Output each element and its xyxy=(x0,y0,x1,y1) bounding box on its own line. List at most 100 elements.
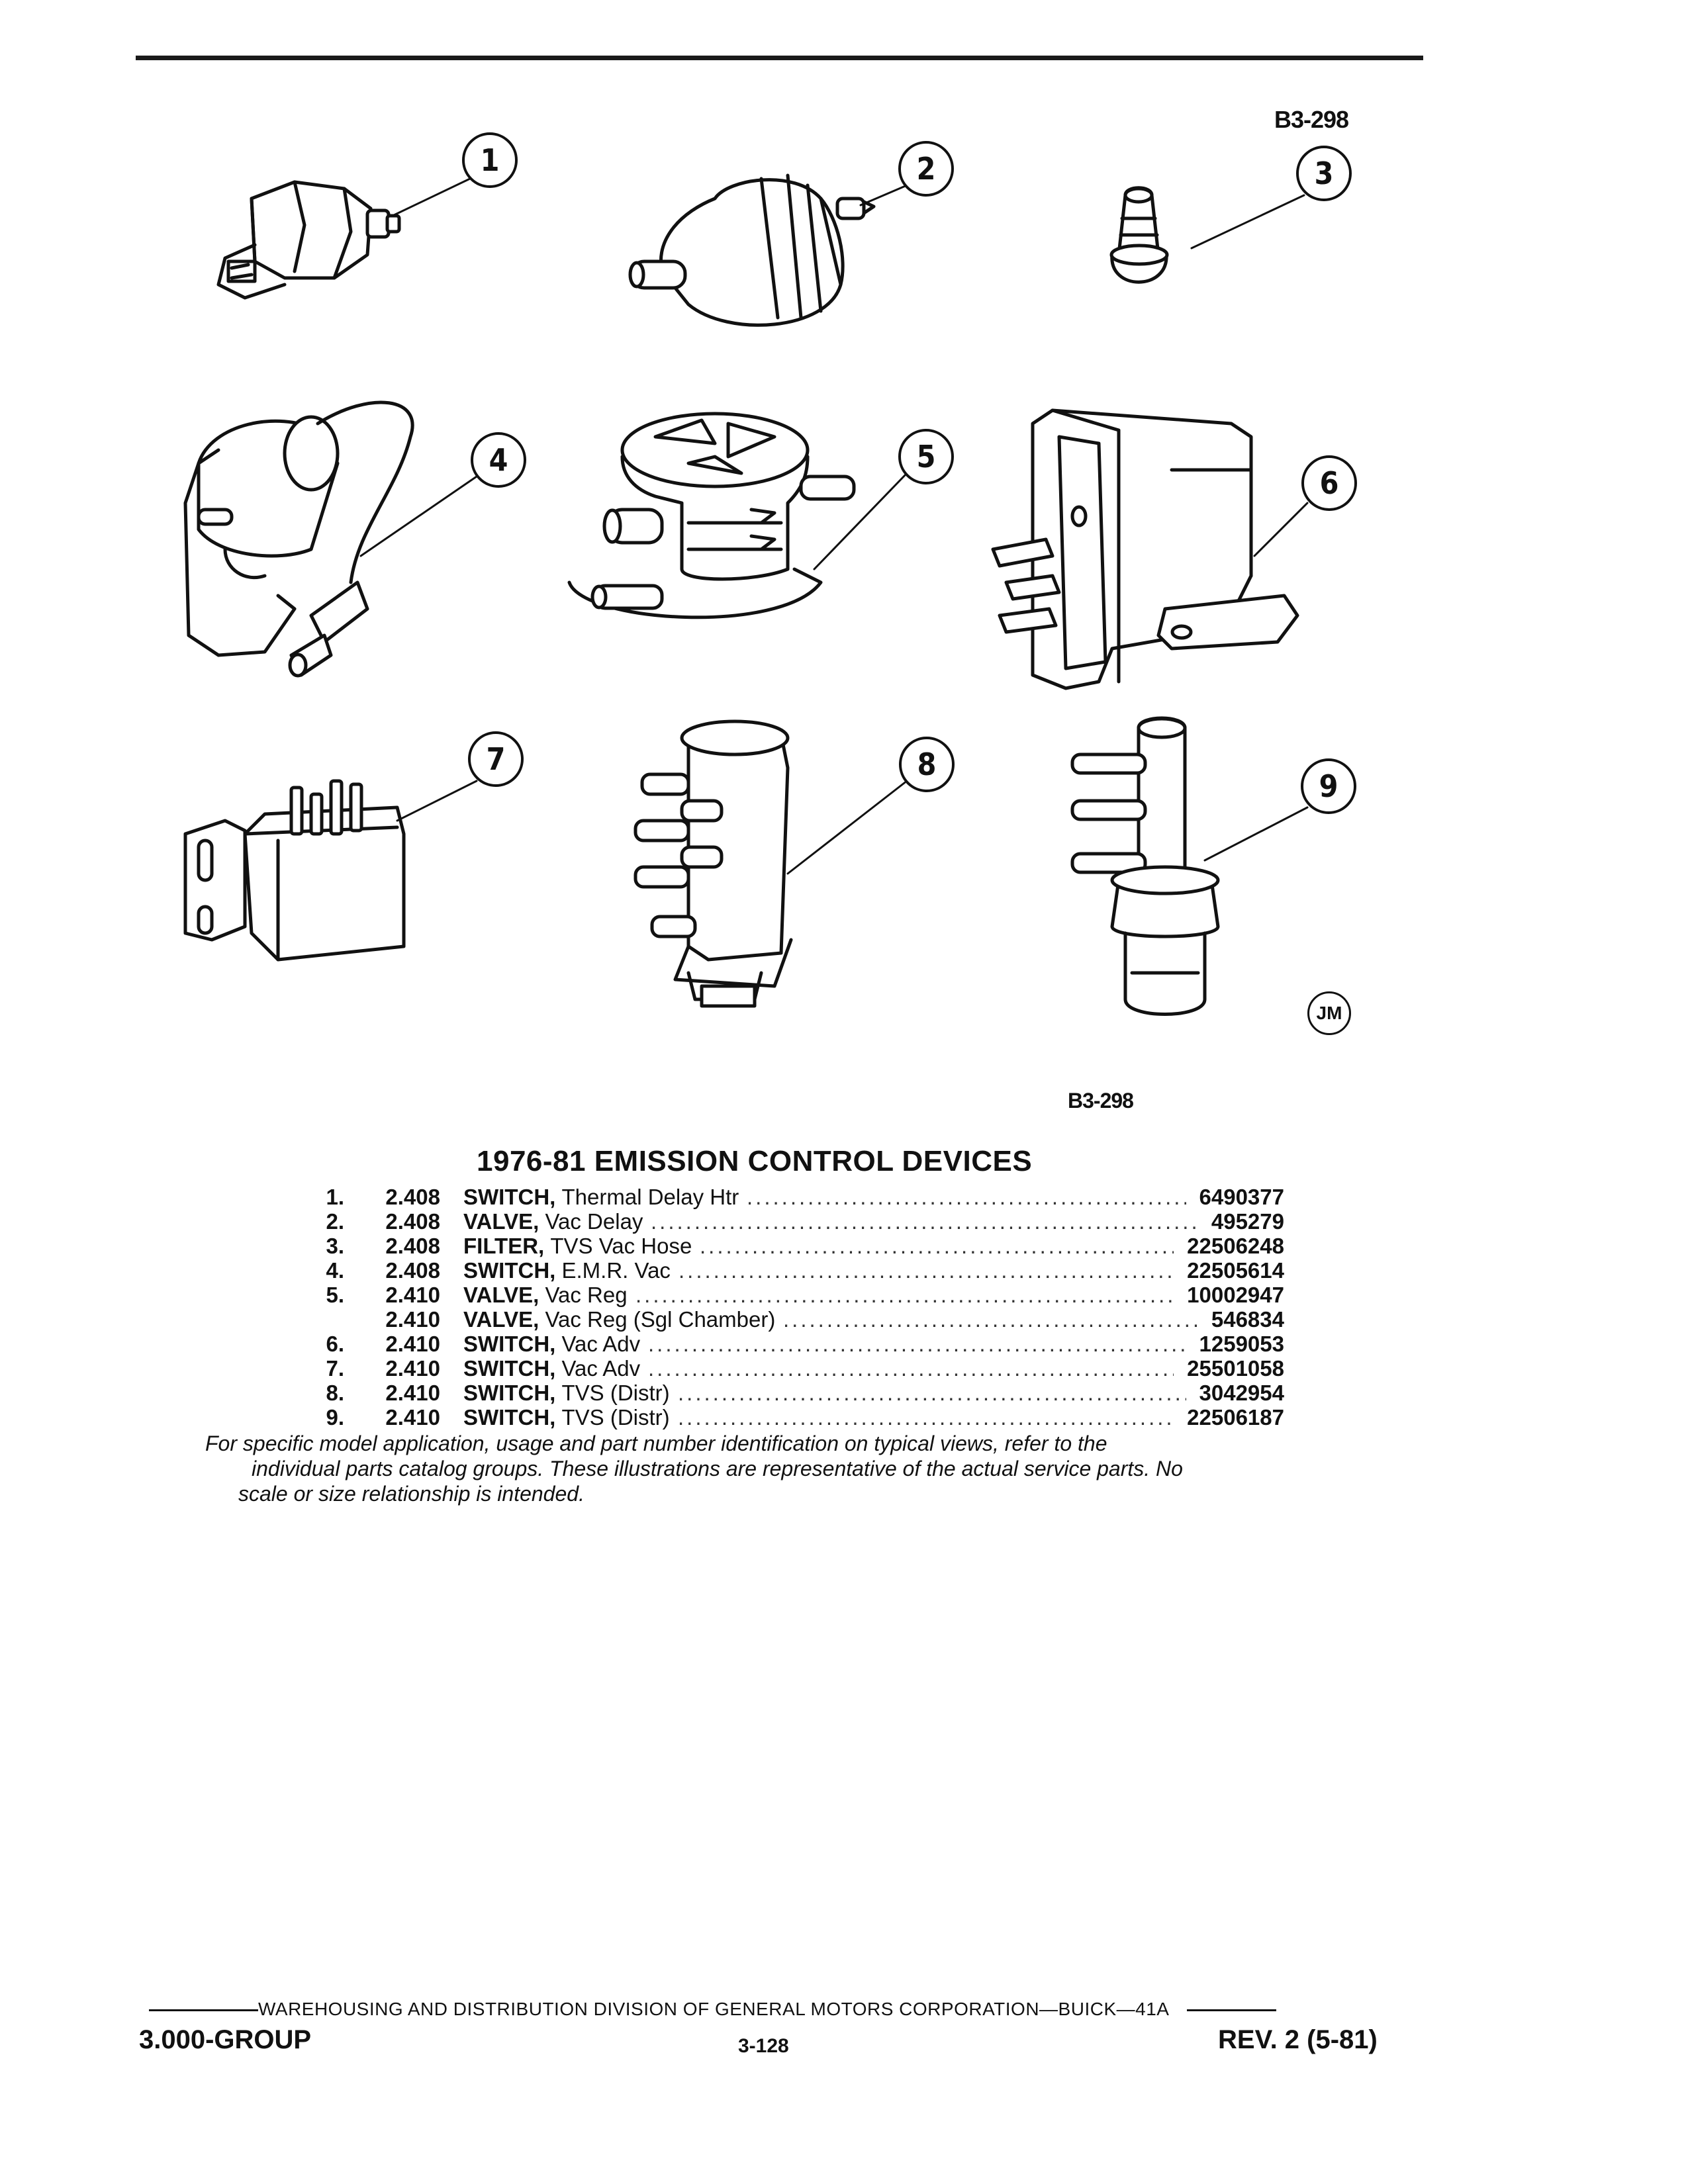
item-key: 2. xyxy=(326,1209,344,1234)
item-key: 5. xyxy=(326,1283,344,1307)
part-6-illustration xyxy=(991,408,1299,690)
footnote-line-3: scale or size relationship is intended. xyxy=(238,1482,585,1506)
leader-dots: ........................................… xyxy=(747,1185,1186,1209)
item-key: 1. xyxy=(326,1185,344,1209)
group-number: 2.408 xyxy=(385,1185,440,1209)
part-8-illustration xyxy=(633,719,793,1008)
leader-dots: ........................................… xyxy=(648,1332,1186,1356)
part-description: VALVE, Vac Delay xyxy=(463,1209,643,1234)
part-detail: Vac Reg (Sgl Chamber) xyxy=(545,1307,776,1332)
parts-row: 8. 2.410 SWITCH, TVS (Distr)..............… xyxy=(278,1381,1284,1405)
footer-rule-left xyxy=(149,2009,258,2012)
footer-division: WAREHOUSING AND DISTRIBUTION DIVISION OF… xyxy=(258,1999,1168,2019)
part-detail: Vac Reg xyxy=(545,1283,628,1307)
leader-dots: ........................................… xyxy=(700,1234,1174,1258)
group-number: 2.410 xyxy=(385,1307,440,1332)
footnote: For specific model application, usage an… xyxy=(205,1431,1370,1506)
part-description: VALVE, Vac Reg (Sgl Chamber) xyxy=(463,1307,775,1332)
part-description: VALVE, Vac Reg xyxy=(463,1283,628,1308)
parts-title: 1976-81 EMISSION CONTROL DEVICES xyxy=(477,1145,1033,1177)
footer-group: 3.000-GROUP xyxy=(139,2025,312,2054)
part-name: VALVE, xyxy=(463,1283,539,1307)
item-key: 6. xyxy=(326,1332,344,1356)
item-key: 9. xyxy=(326,1405,344,1430)
part-name: FILTER, xyxy=(463,1234,545,1258)
leader-dots: ........................................… xyxy=(651,1209,1198,1234)
part-detail: Vac Adv xyxy=(561,1356,641,1381)
part-4-illustration xyxy=(183,400,414,678)
group-number: 2.410 xyxy=(385,1332,440,1356)
parts-row: 2.410 VALVE, Vac Reg (Sgl Chamber).......… xyxy=(278,1307,1284,1332)
item-key: 8. xyxy=(326,1381,344,1405)
part-description: SWITCH, Vac Adv xyxy=(463,1356,640,1381)
leader-dots: ........................................… xyxy=(783,1307,1198,1332)
parts-row: 7. 2.410 SWITCH, Vac Adv..................… xyxy=(278,1356,1284,1381)
part-name: SWITCH, xyxy=(463,1185,556,1209)
part-number: 495279 xyxy=(1211,1209,1284,1234)
leader-dots: ........................................… xyxy=(678,1405,1174,1430)
leader-dots: ........................................… xyxy=(648,1356,1174,1381)
parts-illustration: 1 2 3 4 5 6 7 8 9 xyxy=(183,132,1357,1016)
part-description: SWITCH, E.M.R. Vac xyxy=(463,1258,671,1283)
part-detail: E.M.R. Vac xyxy=(561,1258,671,1283)
callout-1: 1 xyxy=(481,142,500,178)
parts-row: 1. 2.408 SWITCH, Thermal Delay Htr........… xyxy=(278,1185,1284,1209)
footer-revision: REV. 2 (5-81) xyxy=(1218,2025,1378,2054)
part-9-illustration xyxy=(1070,716,1220,1016)
part-1-illustration xyxy=(216,180,401,300)
part-detail: TVS (Distr) xyxy=(561,1381,670,1405)
parts-row: 3. 2.408 FILTER, TVS Vac Hose.............… xyxy=(278,1234,1284,1258)
part-number: 22506248 xyxy=(1187,1234,1284,1258)
top-rule xyxy=(136,56,1423,60)
group-number: 2.408 xyxy=(385,1234,440,1258)
parts-row: 5. 2.410 VALVE, Vac Reg...................… xyxy=(278,1283,1284,1307)
callout-leaders xyxy=(359,177,1309,875)
part-number: 1259053 xyxy=(1199,1332,1284,1356)
footer-rule-right xyxy=(1187,2009,1277,2012)
parts-row: 6. 2.410 SWITCH, Vac Adv..................… xyxy=(278,1332,1284,1356)
part-detail: TVS Vac Hose xyxy=(550,1234,692,1258)
group-number: 2.410 xyxy=(385,1381,440,1405)
leader-dots: ........................................… xyxy=(635,1283,1174,1307)
callout-5: 5 xyxy=(917,439,936,475)
part-detail: Thermal Delay Htr xyxy=(561,1185,739,1209)
group-number: 2.410 xyxy=(385,1283,440,1307)
leader-dots: ........................................… xyxy=(678,1381,1186,1405)
part-name: SWITCH, xyxy=(463,1356,556,1381)
part-5-illustration xyxy=(567,412,856,619)
part-detail: Vac Delay xyxy=(545,1209,643,1234)
part-name: SWITCH, xyxy=(463,1332,556,1356)
part-number: 22505614 xyxy=(1187,1258,1284,1283)
item-key: 3. xyxy=(326,1234,344,1258)
group-number: 2.408 xyxy=(385,1258,440,1283)
part-number: 10002947 xyxy=(1187,1283,1284,1307)
part-detail: Vac Adv xyxy=(561,1332,641,1356)
footer-division-line: WAREHOUSING AND DISTRIBUTION DIVISION OF… xyxy=(149,1999,1393,2020)
figure-code-bottom: B3-298 xyxy=(1068,1089,1134,1113)
callout-circles xyxy=(462,132,1357,814)
item-key: 4. xyxy=(326,1258,344,1283)
callout-2: 2 xyxy=(917,151,936,187)
callout-9: 9 xyxy=(1319,768,1338,804)
part-description: SWITCH, TVS (Distr) xyxy=(463,1381,670,1406)
callout-7: 7 xyxy=(487,741,506,777)
jm-badge: JM xyxy=(1307,991,1351,1035)
part-name: VALVE, xyxy=(463,1307,539,1332)
part-number: 3042954 xyxy=(1199,1381,1284,1405)
group-number: 2.410 xyxy=(385,1356,440,1381)
part-name: SWITCH, xyxy=(463,1381,556,1405)
part-description: SWITCH, Vac Adv xyxy=(463,1332,640,1357)
footnote-line-2: individual parts catalog groups. These i… xyxy=(252,1457,1183,1480)
item-key: 7. xyxy=(326,1356,344,1381)
callout-3: 3 xyxy=(1315,156,1334,191)
part-description: FILTER, TVS Vac Hose xyxy=(463,1234,692,1259)
part-7-illustration xyxy=(183,779,406,962)
callout-6: 6 xyxy=(1320,465,1339,501)
part-description: SWITCH, TVS (Distr) xyxy=(463,1405,670,1430)
figure-code-top: B3-298 xyxy=(1274,106,1349,133)
footer-page-number: 3-128 xyxy=(738,2035,789,2057)
